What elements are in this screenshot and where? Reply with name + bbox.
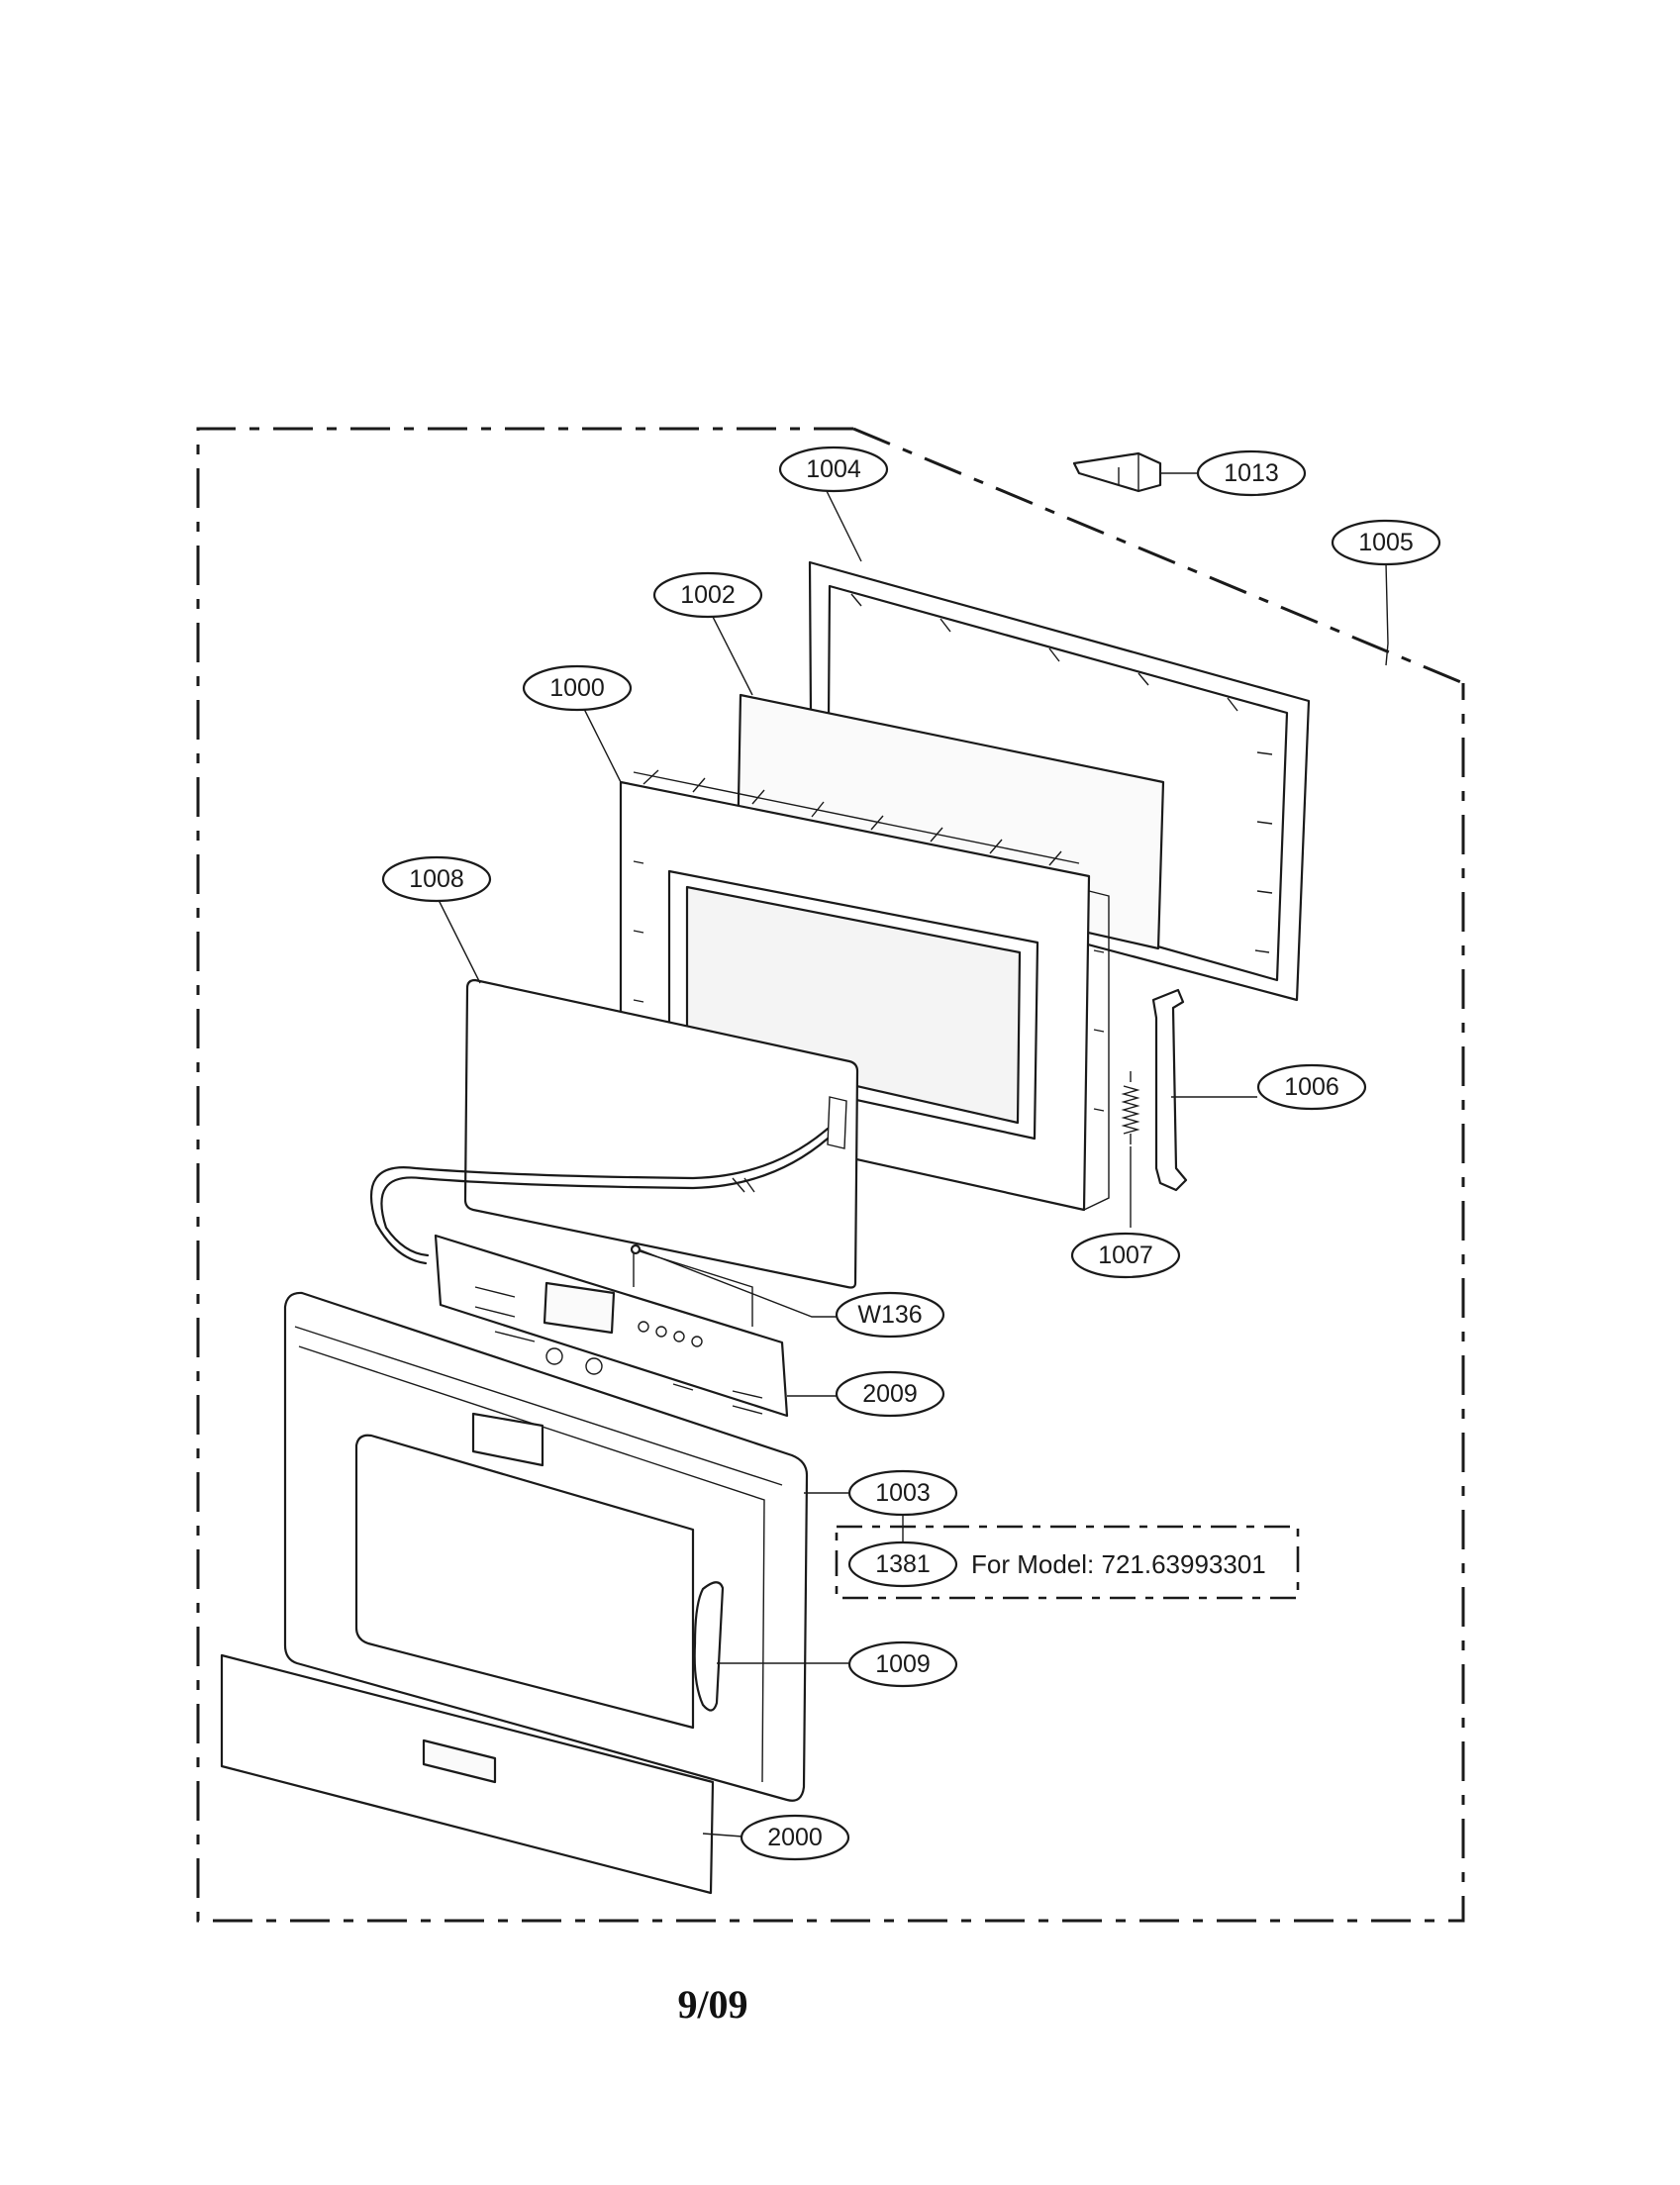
callout-1006-label: 1006 <box>1284 1073 1339 1101</box>
callout-1005-label: 1005 <box>1358 529 1414 556</box>
callout-W136: W136 <box>835 1291 945 1339</box>
callout-1002-label: 1002 <box>680 581 736 609</box>
callout-1005: 1005 <box>1331 519 1441 566</box>
callout-1013-label: 1013 <box>1224 459 1279 487</box>
callout-2000-label: 2000 <box>767 1824 823 1851</box>
callout-1003: 1003 <box>847 1469 958 1517</box>
callout-1003-label: 1003 <box>875 1479 931 1507</box>
callout-1002: 1002 <box>652 571 763 619</box>
callout-1000-label: 1000 <box>549 674 605 702</box>
callout-1013: 1013 <box>1196 449 1307 497</box>
model-note-box <box>835 1525 1300 1600</box>
part-1003-door-front <box>283 1291 809 1802</box>
part-1008-door-panel <box>369 978 859 1289</box>
page-number: 9/09 <box>677 1982 747 2027</box>
callout-1009-label: 1009 <box>875 1650 931 1678</box>
assembly-boundary <box>196 427 1465 1923</box>
callout-1009: 1009 <box>847 1640 958 1688</box>
callout-1381-label: 1381 <box>875 1550 931 1578</box>
callout-1008-label: 1008 <box>409 865 464 893</box>
callout-1000: 1000 <box>522 664 633 712</box>
callout-2000: 2000 <box>740 1814 850 1861</box>
callout-1008: 1008 <box>381 855 492 903</box>
callout-1007-label: 1007 <box>1098 1241 1153 1269</box>
callout-1381: 1381 <box>847 1540 958 1588</box>
callout-1007: 1007 <box>1070 1232 1181 1279</box>
part-2009-control-board <box>434 1234 789 1418</box>
callout-2009-label: 2009 <box>862 1380 918 1408</box>
callout-2009: 2009 <box>835 1370 945 1418</box>
part-1013-clip <box>1072 451 1162 493</box>
callout-W136-label: W136 <box>857 1301 922 1329</box>
callout-1004-label: 1004 <box>806 455 861 483</box>
callout-1006: 1006 <box>1256 1063 1367 1111</box>
part-1007-spring <box>1121 1071 1140 1144</box>
callout-1004: 1004 <box>778 446 889 493</box>
model-note-text: For Model: 721.63993301 <box>971 1549 1266 1579</box>
part-1006-latch <box>1151 988 1188 1192</box>
part-2000-trim-strip <box>220 1653 715 1895</box>
